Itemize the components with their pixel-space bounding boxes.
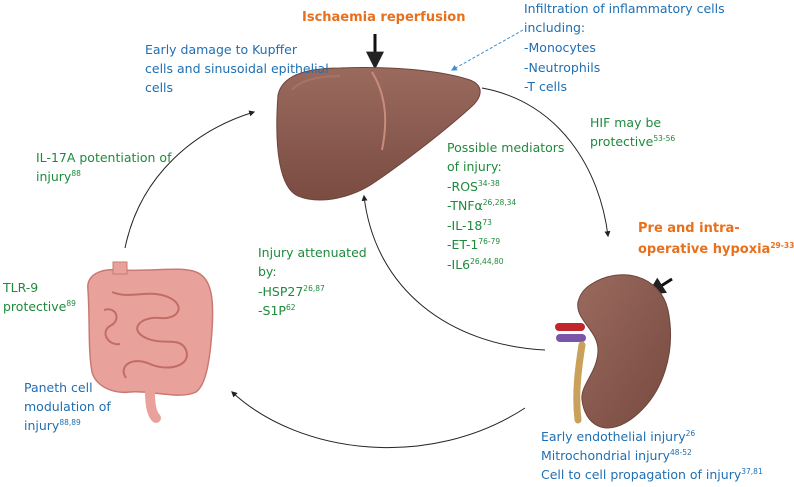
paneth-line-1: Paneth cell [24,380,93,395]
tlr9-line-2: protective89 [3,299,76,314]
mediator-ref: 76-79 [478,237,501,246]
kidney-injury-ref: 37,81 [741,467,763,476]
il17-line-1: IL-17A potentiation of [36,150,172,165]
paneth-line-3: injury88,89 [24,418,81,433]
il17-line-2: injury88 [36,169,81,184]
kidney-injury-item: Cell to cell propagation of injury37,81 [541,467,763,482]
infiltration-line-2: including: [524,20,586,35]
infiltration-line-1: Infiltration of inflammatory cells [524,1,725,16]
attenuated-item: -HSP2726,87 [258,284,325,299]
mediator-item: -ET-176-79 [447,237,501,252]
mediator-item: -IL626,44,80 [447,257,504,272]
arrow-kidney-to-liver [361,194,546,351]
kidney-injury-item: Early endothelial injury26 [541,429,696,444]
mediators-line-2: of injury: [447,159,502,174]
arrow-kidney-to-intestine [231,391,526,449]
mediator-item: -TNFα26,28,34 [447,198,517,213]
mediator-item: -ROS34-38 [447,179,500,194]
il17-ref: 88 [71,169,81,178]
attenuated-item: -S1P62 [258,303,296,318]
infiltration-item: -Neutrophils [524,60,601,75]
kidney-injury-ref: 26 [685,429,696,438]
mediator-ref: 26,44,80 [470,257,504,266]
kidney-injury-item: Mitrochondrial injury48-52 [541,448,692,463]
attenuated-ref: 26,87 [303,284,325,293]
attenuated-line-1: Injury attenuated [258,245,367,260]
tlr9-line-1: TLR-9 [3,280,39,295]
kidney-illustration [555,274,671,429]
hypoxia-ref: 29-33 [770,241,794,250]
tlr9-ref: 89 [66,299,76,308]
ischaemia-reperfusion-title: Ischaemia reperfusion [302,10,466,25]
hif-line-2: protective53-56 [590,134,676,149]
intestine-illustration [87,261,214,423]
liver-damage-line-1: Early damage to Kupffer [145,42,297,57]
kidney-injury-ref: 48-52 [670,448,692,457]
infiltration-arrow [450,29,524,71]
hif-ref: 53-56 [653,134,676,143]
paneth-line-2: modulation of [24,399,111,414]
liver-illustration [276,67,481,201]
liver-damage-line-3: cells [145,80,174,95]
mediator-ref: 34-38 [477,179,500,188]
hypoxia-line-1: Pre and intra- [638,221,740,236]
paneth-ref: 88,89 [59,418,81,427]
infiltration-item: -T cells [524,79,567,94]
liver-damage-line-2: cells and sinusoidal epithelial [145,61,329,76]
attenuated-ref: 62 [285,303,296,312]
mediator-ref: 26,28,34 [482,198,517,207]
arrow-intestine-to-liver [124,110,256,249]
mediator-ref: 73 [482,218,492,227]
mediators-line-1: Possible mediators [447,140,565,155]
mediator-item: -IL-1873 [447,218,492,233]
arrow-liver-to-kidney [481,87,611,238]
infiltration-item: -Monocytes [524,40,596,55]
attenuated-line-2: by: [258,264,277,279]
hif-line-1: HIF may be [590,115,662,130]
hypoxia-line-2: operative hypoxia29-33 [638,241,794,257]
